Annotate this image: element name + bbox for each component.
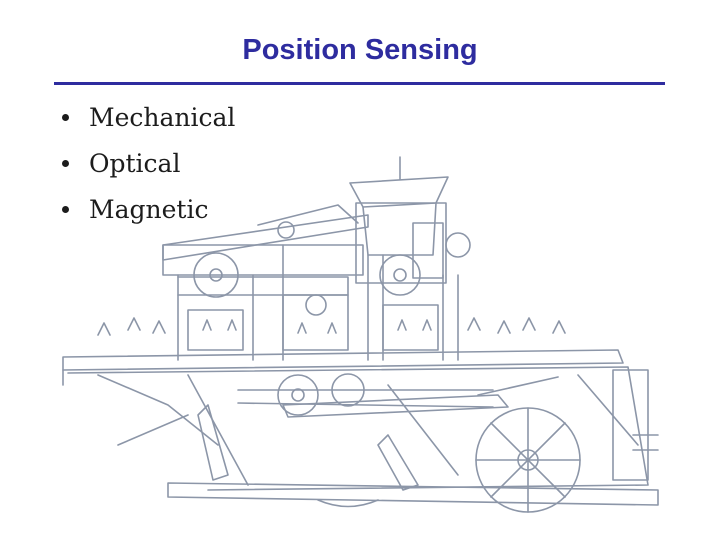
bullet-item: Optical bbox=[62, 140, 235, 186]
bullet-dot-icon bbox=[62, 205, 69, 213]
bullet-text: Magnetic bbox=[89, 194, 209, 224]
bullet-item: Magnetic bbox=[62, 186, 235, 232]
slide-title: Position Sensing bbox=[242, 34, 478, 66]
bullet-text: Mechanical bbox=[89, 102, 236, 132]
bullet-item: Mechanical bbox=[62, 94, 235, 140]
title-underline bbox=[54, 82, 665, 85]
bullet-list: Mechanical Optical Magnetic bbox=[62, 94, 235, 232]
bullet-dot-icon bbox=[62, 113, 69, 121]
patent-machine-drawing-icon bbox=[62, 156, 659, 513]
bullet-dot-icon bbox=[62, 159, 69, 167]
bullet-text: Optical bbox=[89, 148, 181, 178]
